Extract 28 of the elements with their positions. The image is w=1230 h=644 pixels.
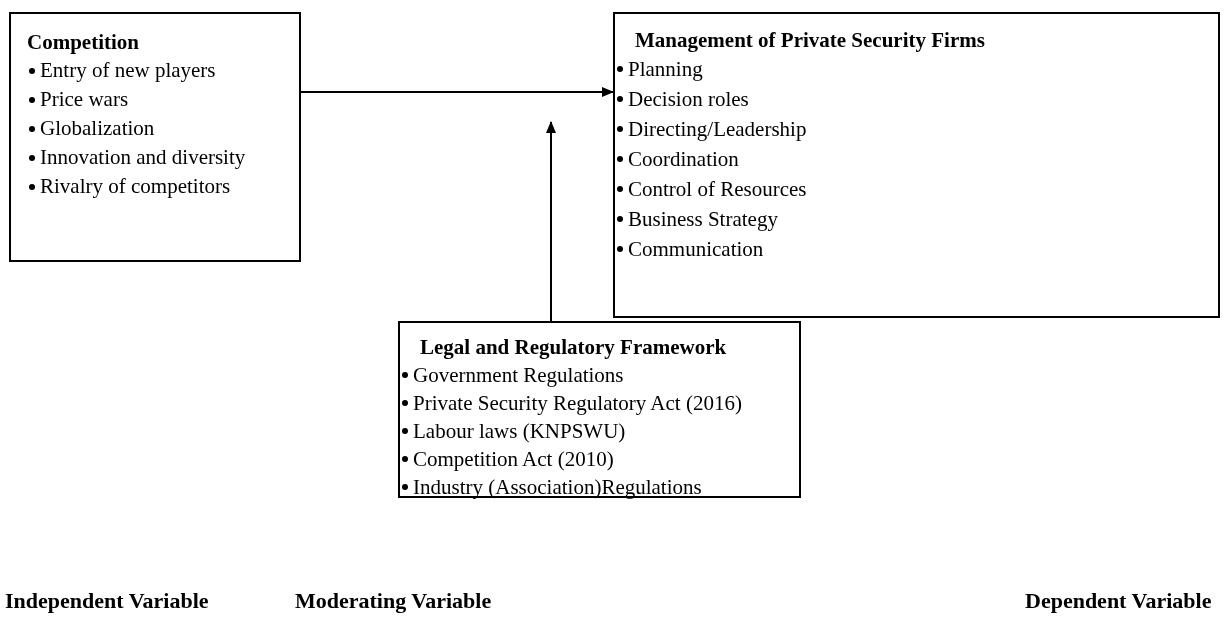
arrow	[546, 121, 556, 322]
bullet-item: Decision roles	[615, 84, 1214, 114]
bullet-item: Competition Act (2010)	[400, 445, 795, 473]
box-heading: Management of Private Security Firms	[634, 27, 986, 54]
bullet-item: Innovation and diversity	[17, 143, 293, 172]
variable-box	[613, 12, 1220, 318]
bullet-item: Planning	[615, 54, 1214, 84]
bullet-item: Business Strategy	[615, 204, 1214, 234]
bullet-item: Entry of new players	[17, 56, 293, 85]
arrow	[300, 87, 614, 97]
bullet-item: Industry (Association)Regulations	[400, 473, 795, 501]
bullet-item: Directing/Leadership	[615, 114, 1214, 144]
bullet-item: Labour laws (KNPSWU)	[400, 417, 795, 445]
bullet-item: Private Security Regulatory Act (2016)	[400, 389, 795, 417]
bullet-item: Coordination	[615, 144, 1214, 174]
bullet-item: Control of Resources	[615, 174, 1214, 204]
variable-label: Moderating Variable	[295, 588, 492, 614]
bullet-item: Price wars	[17, 85, 293, 114]
box-heading: Legal and Regulatory Framework	[419, 334, 728, 361]
variable-label: Independent Variable	[5, 588, 209, 614]
box-heading: Competition	[26, 29, 140, 56]
variable-box	[9, 12, 301, 262]
bullet-item: Globalization	[17, 114, 293, 143]
bullet-item: Government Regulations	[400, 361, 795, 389]
variable-box	[398, 321, 801, 498]
variable-label: Dependent Variable	[1025, 588, 1212, 614]
bullet-item: Communication	[615, 234, 1214, 264]
bullet-item: Rivalry of competitors	[17, 172, 293, 201]
